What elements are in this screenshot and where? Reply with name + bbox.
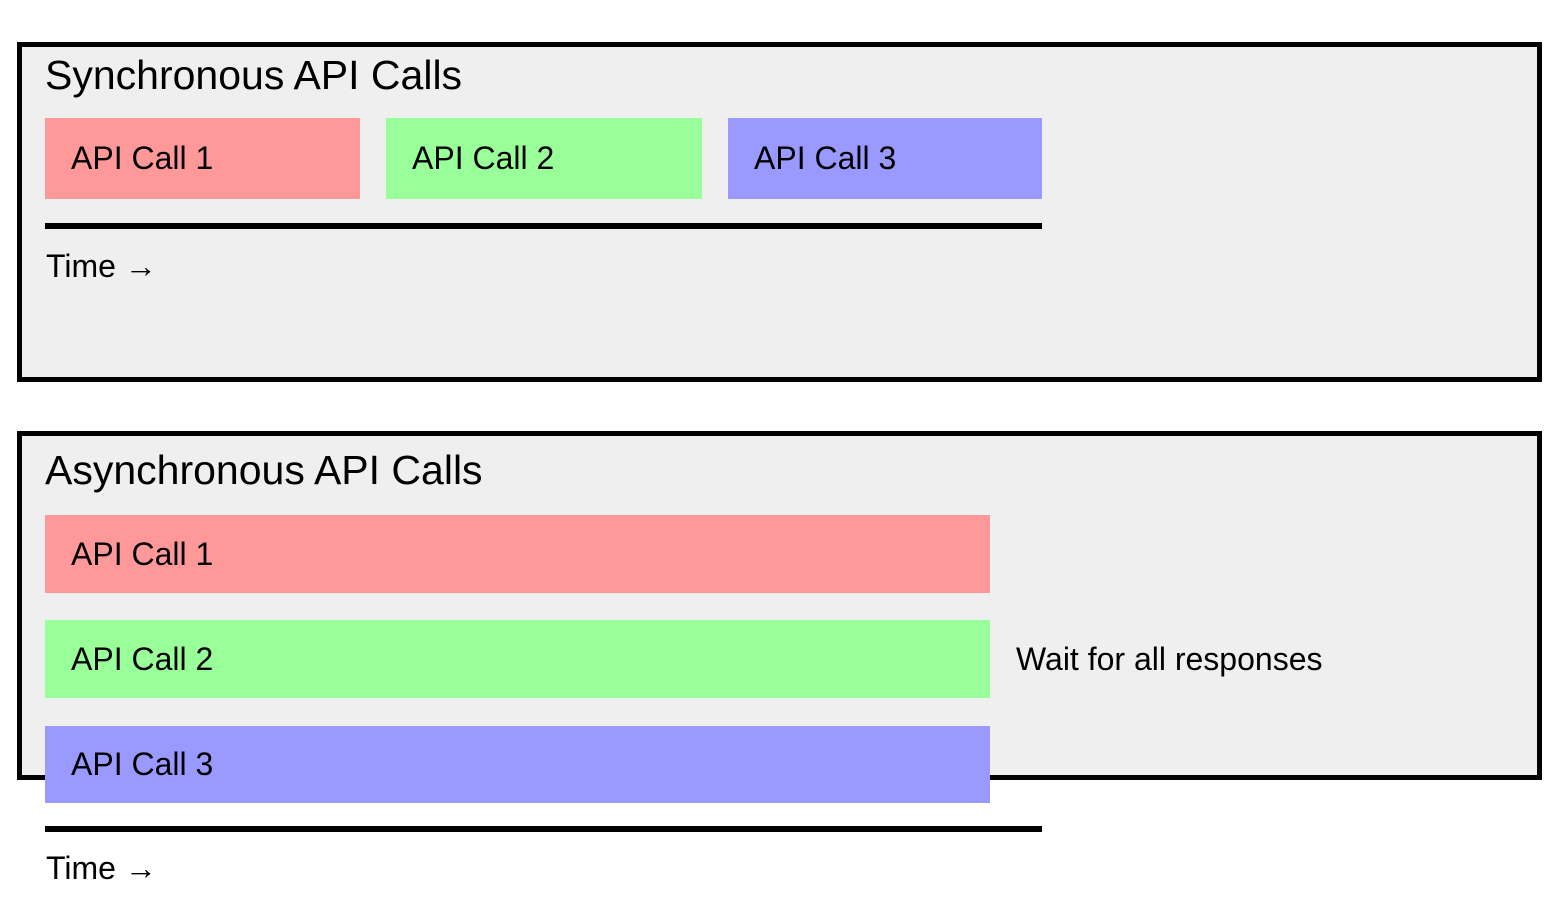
sync-bar-api-call-3: API Call 3 [728,118,1042,199]
async-bar-api-call-1: API Call 1 [45,515,990,593]
async-bar-api-call-2-label: API Call 2 [71,640,214,677]
async-bar-api-call-1-label: API Call 1 [71,535,214,572]
sync-bar-api-call-1: API Call 1 [45,118,360,199]
async-bar-api-call-3-label: API Call 3 [71,746,214,782]
async-bar-api-call-2: API Call 2 [45,620,990,698]
sync-panel-title: Synchronous API Calls [45,52,463,98]
sync-timeline-axis [45,223,1042,229]
async-bar-api-call-3: API Call 3 [45,726,990,803]
sync-time-axis-label: Time → [46,248,157,284]
sync-bar-api-call-2: API Call 2 [386,118,702,199]
async-panel [17,431,1542,780]
async-panel-title: Asynchronous API Calls [45,447,483,493]
sync-bar-api-call-2-label: API Call 2 [412,140,555,176]
wait-for-responses-label: Wait for all responses [1016,641,1323,677]
sync-panel [17,42,1542,382]
async-timeline-axis [45,826,1042,832]
sync-bar-api-call-1-label: API Call 1 [71,140,214,176]
async-time-axis-label: Time → [46,850,157,886]
sync-bar-api-call-3-label: API Call 3 [754,140,897,176]
